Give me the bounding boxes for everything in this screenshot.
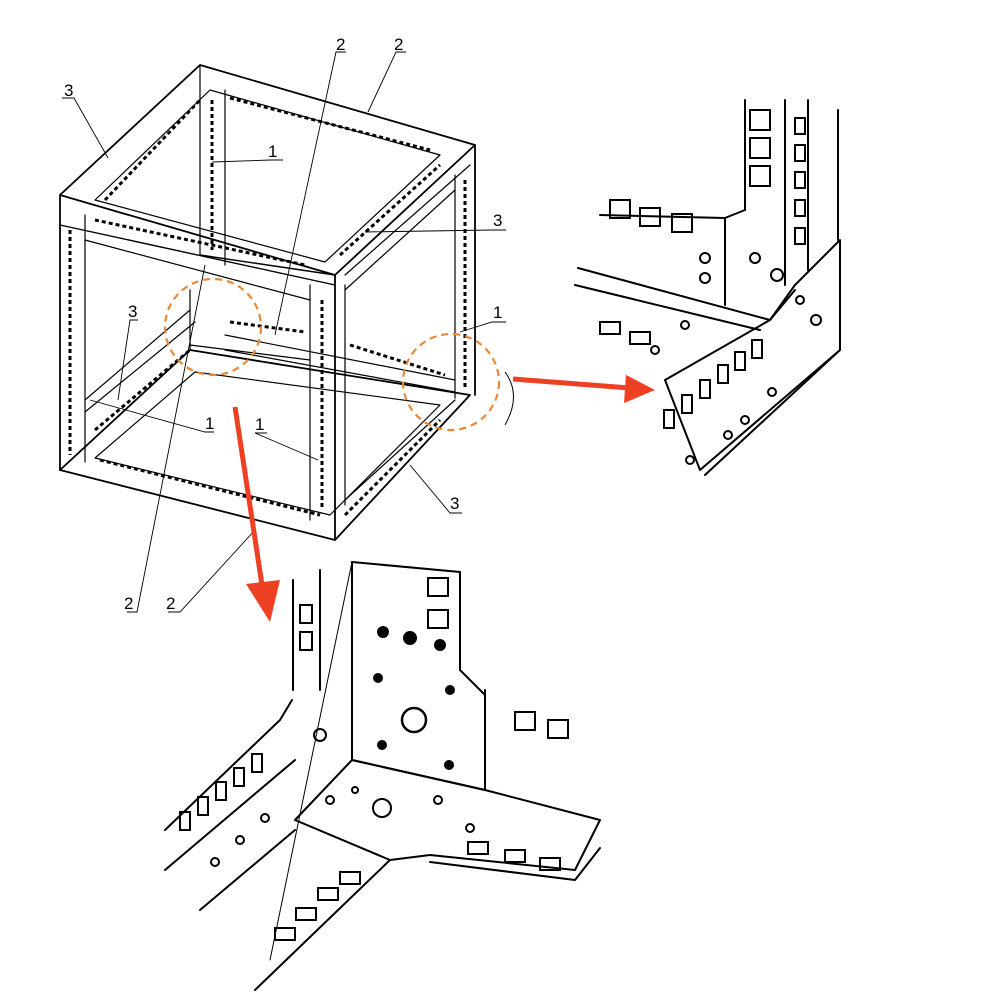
callout-1: 1 [268, 142, 277, 161]
vertical-posts [59, 64, 476, 541]
detail-view-corner-right [574, 99, 841, 476]
perforation-pattern [68, 96, 467, 517]
callout-1: 1 [493, 303, 502, 322]
detail-view-corner-left [164, 561, 601, 991]
callout-1: 1 [255, 415, 264, 434]
arrow-icon [512, 376, 631, 391]
bottom-frame-inner [94, 371, 441, 516]
arrow-icon [624, 375, 655, 403]
callout-2: 2 [124, 594, 133, 613]
detail-circle-right [401, 332, 501, 432]
rack-frame-main-view [59, 51, 514, 613]
callout-2: 2 [166, 594, 175, 613]
callout-3: 3 [493, 211, 502, 230]
detail-circle-left [163, 277, 263, 377]
detail-arc-marker [504, 371, 514, 426]
leader-lines [62, 51, 506, 613]
top-frame-inner [94, 89, 441, 263]
callout-3: 3 [64, 81, 73, 100]
callout-2: 2 [336, 35, 345, 54]
callout-3: 3 [128, 302, 137, 321]
bottom-frame-outer [59, 349, 471, 541]
callout-2: 2 [394, 35, 403, 54]
top-frame-outer [59, 64, 476, 276]
horizontal-rails [59, 164, 471, 501]
pointer-arrows [232, 375, 655, 622]
arrow-icon [232, 406, 265, 586]
callout-1: 1 [205, 414, 214, 433]
callout-3: 3 [450, 494, 459, 513]
callout-labels: 2 2 3 1 3 1 3 1 1 3 2 2 [64, 35, 502, 613]
arrow-icon [246, 580, 280, 622]
